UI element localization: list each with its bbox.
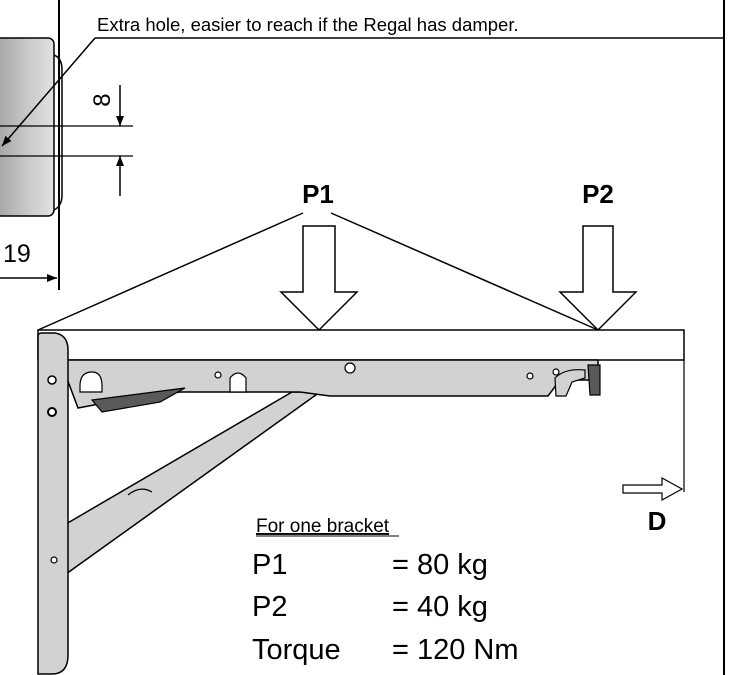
plate-hole-2 <box>47 407 57 417</box>
spec-row-value: = 80 kg <box>392 549 488 581</box>
strut-notch <box>127 488 153 496</box>
dim-hole-spacing: 8 <box>89 93 116 106</box>
spec-row-value: = 40 kg <box>392 591 488 623</box>
damper <box>90 387 186 413</box>
bracket-wall-plate <box>37 332 69 675</box>
arm-rivet-2 <box>344 362 356 374</box>
depth-label: D <box>648 506 667 536</box>
annotation-leader <box>1 37 96 147</box>
spec-heading: For one bracket <box>256 516 390 537</box>
arm-slot-1 <box>79 371 103 393</box>
spec-row-name: Torque <box>252 634 341 666</box>
arm-rivet-1 <box>214 371 222 379</box>
load-line-1 <box>37 212 304 331</box>
bracket-strut <box>65 391 323 576</box>
load-arrow-p1 <box>279 225 359 332</box>
plate-hole-3 <box>50 556 58 564</box>
load-arrow-p2 <box>558 225 638 332</box>
load-label-p2: P2 <box>582 179 614 209</box>
plate-edge-lip <box>53 54 63 211</box>
spec-row-name: P2 <box>252 591 287 623</box>
plate-detail <box>0 37 55 217</box>
depth-arrow <box>622 476 684 502</box>
spec-row-name: P1 <box>252 549 287 581</box>
dim-edge-distance: 19 <box>3 240 31 268</box>
arm-slot-2 <box>229 372 247 393</box>
spec-row-value: = 120 Nm <box>392 634 519 666</box>
shelf-board <box>37 329 685 361</box>
front-latch <box>587 364 601 396</box>
load-line-2 <box>330 212 599 331</box>
annotation-text: Extra hole, easier to reach if the Regal… <box>97 14 519 35</box>
plate-hole-1 <box>47 375 57 385</box>
arm-rivet-4 <box>552 368 560 376</box>
arm-rivet-3 <box>526 372 534 380</box>
load-label-p1: P1 <box>302 179 334 209</box>
latch-hook <box>554 369 586 397</box>
